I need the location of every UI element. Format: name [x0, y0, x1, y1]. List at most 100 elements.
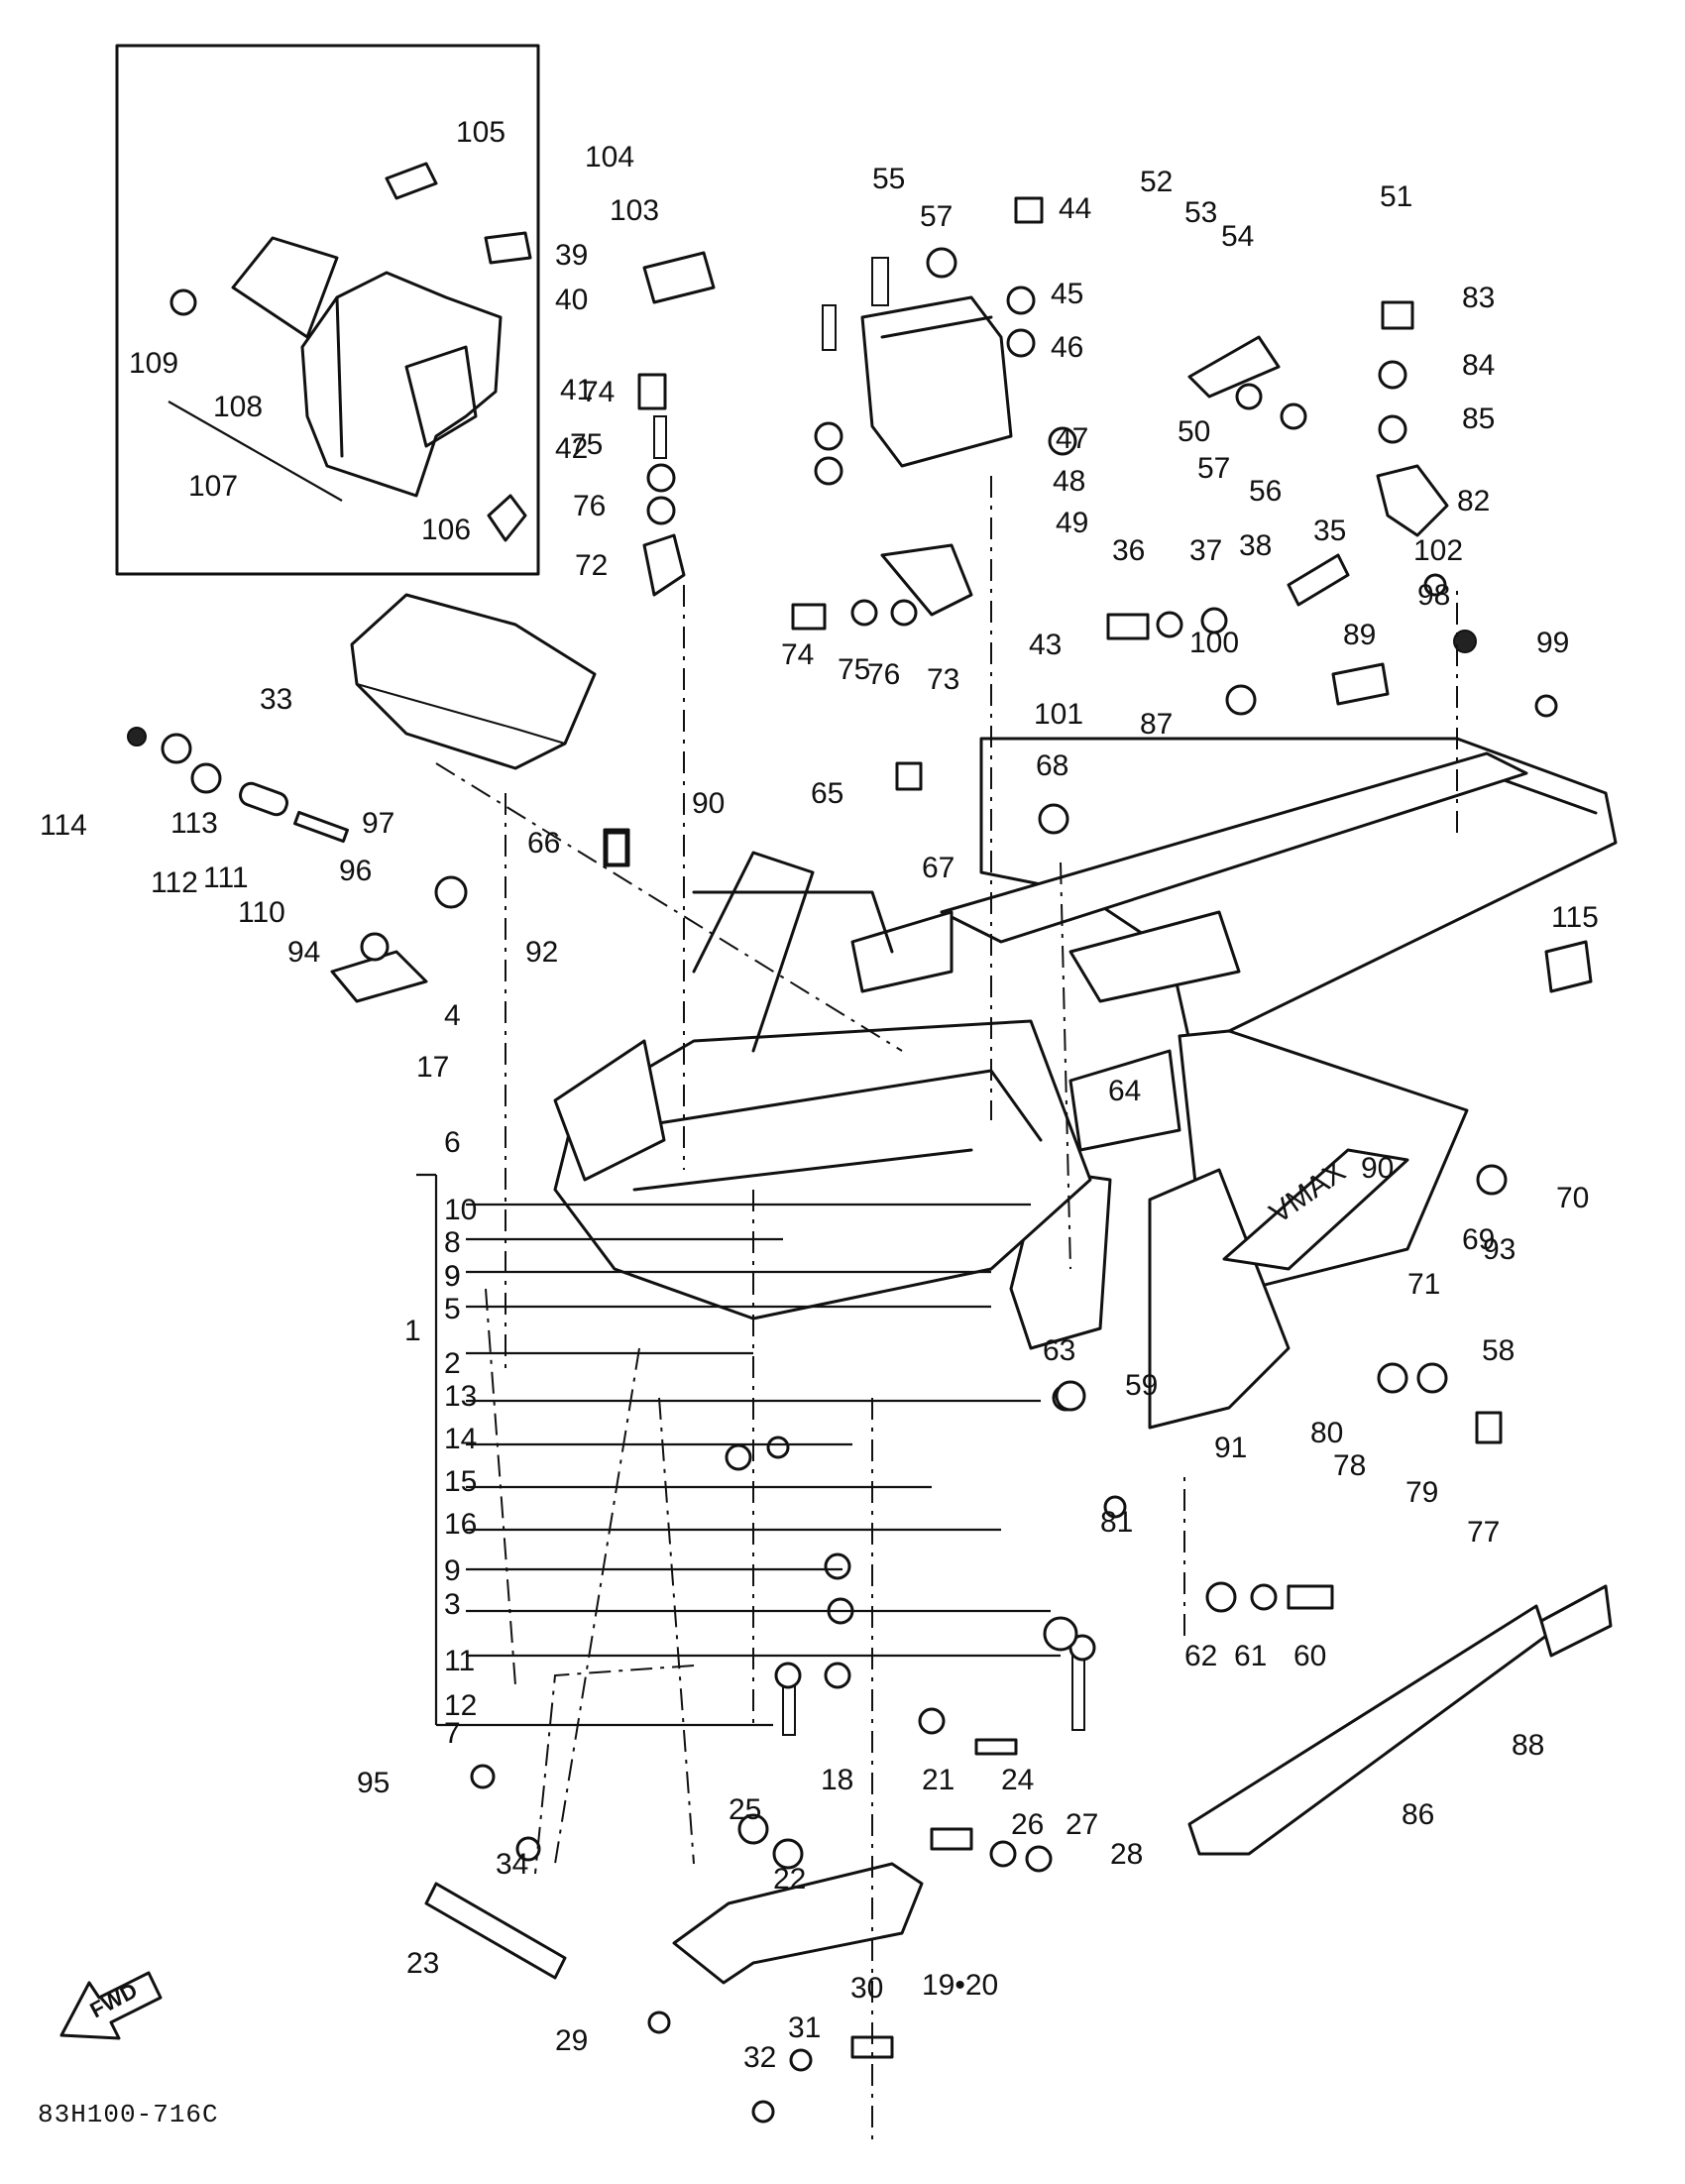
- callout-label: 112: [151, 866, 198, 899]
- callout-label: 50: [1178, 415, 1210, 448]
- callout-label: 15: [444, 1465, 477, 1498]
- callout-label: 75: [838, 653, 870, 686]
- callout-label: 31: [788, 2012, 821, 2044]
- callout-label: 9: [444, 1260, 461, 1293]
- part-box-39: [860, 295, 1013, 468]
- callout-label: 40: [555, 284, 588, 316]
- callout-label: 103: [610, 194, 659, 227]
- callout-label: 22: [773, 1863, 806, 1896]
- callout-label: 73: [927, 663, 959, 696]
- callout-label: 5: [444, 1293, 461, 1325]
- callout-label: 95: [357, 1767, 390, 1799]
- callout-label: 63: [1043, 1334, 1075, 1367]
- callout-label: 108: [213, 391, 263, 423]
- callout-label: 48: [1053, 465, 1085, 498]
- part-crossmember-19-20: [672, 1862, 924, 1985]
- callout-label: 80: [1310, 1417, 1343, 1449]
- callout-label: 100: [1189, 627, 1239, 659]
- callout-label: 23: [406, 1947, 439, 1980]
- callout-label: 12: [444, 1689, 477, 1722]
- callout-label: 88: [1512, 1729, 1544, 1762]
- callout-label: 75: [570, 428, 603, 461]
- callout-label: 104: [585, 141, 634, 173]
- callout-label: 81: [1100, 1506, 1133, 1539]
- callout-label: 113: [170, 807, 218, 840]
- callout-label: 32: [743, 2041, 776, 2074]
- part-bracket-82: [1376, 464, 1449, 537]
- callout-label: 59: [1125, 1369, 1158, 1402]
- callout-label: 77: [1467, 1516, 1500, 1549]
- callout-label: 78: [1333, 1449, 1366, 1482]
- callout-label: 105: [456, 116, 506, 149]
- plate-6: [553, 1039, 666, 1182]
- callout-label: 41: [560, 374, 593, 406]
- callout-label: 36: [1112, 534, 1145, 567]
- callout-label: 55: [872, 163, 905, 195]
- callout-labels: 1234567899910111213141516171819•20212223…: [40, 116, 1599, 2074]
- callout-label: 39: [555, 239, 588, 272]
- main-frame-assembly: [553, 737, 1618, 1430]
- callout-label: 92: [525, 936, 558, 969]
- part-bracket-103: [642, 251, 716, 304]
- callout-label: 34: [496, 1848, 528, 1881]
- callout-label: 98: [1417, 579, 1450, 612]
- callout-label: 67: [922, 852, 955, 884]
- callout-label: 89: [1343, 619, 1376, 651]
- callout-label: 109: [129, 347, 178, 380]
- callout-label: 115: [1551, 901, 1599, 934]
- callout-label: 9: [444, 1260, 461, 1293]
- callout-label: 57: [1197, 452, 1230, 485]
- callout-label: 70: [1556, 1182, 1589, 1214]
- callout-label: 45: [1051, 278, 1083, 310]
- callout-label: 51: [1380, 180, 1412, 213]
- callout-label: 65: [811, 777, 843, 810]
- callout-label: 18: [821, 1764, 853, 1796]
- part-bracket-73: [880, 543, 973, 617]
- part-strip-88: [1539, 1584, 1613, 1658]
- callout-label: 68: [1036, 749, 1068, 782]
- callout-label: 3: [444, 1588, 461, 1621]
- mount-64b: [1068, 1049, 1181, 1152]
- callout-label: 72: [575, 549, 608, 582]
- left-bracket-leaders: [416, 1173, 1061, 1727]
- mount-64a: [850, 910, 954, 993]
- callout-label: 42: [555, 432, 588, 465]
- callout-label: 83: [1462, 282, 1495, 314]
- part-plate-35: [1287, 553, 1350, 607]
- callout-label: 35: [1313, 515, 1346, 547]
- callout-label: 13: [444, 1380, 477, 1413]
- callout-label: 111: [203, 862, 249, 894]
- callout-label: 71: [1407, 1268, 1440, 1301]
- inset-detail-box: [115, 44, 540, 576]
- callout-label: 101: [1034, 698, 1083, 731]
- callout-label: 62: [1184, 1640, 1217, 1672]
- callout-label: 27: [1066, 1808, 1098, 1841]
- part-bracket-50: [1187, 335, 1281, 399]
- inset-plate-108: [231, 236, 339, 339]
- callout-label: 76: [867, 658, 900, 691]
- callout-label: 10: [444, 1194, 477, 1226]
- drawing-code: 83H100-716C: [38, 2100, 219, 2129]
- callout-label: 85: [1462, 402, 1495, 435]
- callout-label: 16: [444, 1508, 477, 1541]
- callout-label: 37: [1189, 534, 1222, 567]
- part-bracket-72: [642, 533, 686, 597]
- callout-label: 58: [1482, 1334, 1515, 1367]
- callout-label: 44: [1059, 192, 1091, 225]
- callout-label: 94: [287, 936, 320, 969]
- callout-label: 30: [850, 1972, 883, 2005]
- callout-label: 79: [1405, 1476, 1438, 1509]
- inset-pad-105b: [484, 231, 532, 265]
- callout-label: 82: [1457, 485, 1490, 517]
- callout-label: 74: [781, 638, 814, 671]
- callout-label: 107: [188, 470, 238, 503]
- callout-label: 17: [416, 1051, 449, 1084]
- callout-label: 110: [238, 896, 285, 929]
- callout-label: 57: [920, 200, 953, 233]
- callout-label: 47: [1056, 422, 1088, 455]
- callout-label: 91: [1214, 1432, 1247, 1464]
- callout-label: 90: [1361, 1152, 1394, 1185]
- callout-label: 7: [444, 1717, 461, 1750]
